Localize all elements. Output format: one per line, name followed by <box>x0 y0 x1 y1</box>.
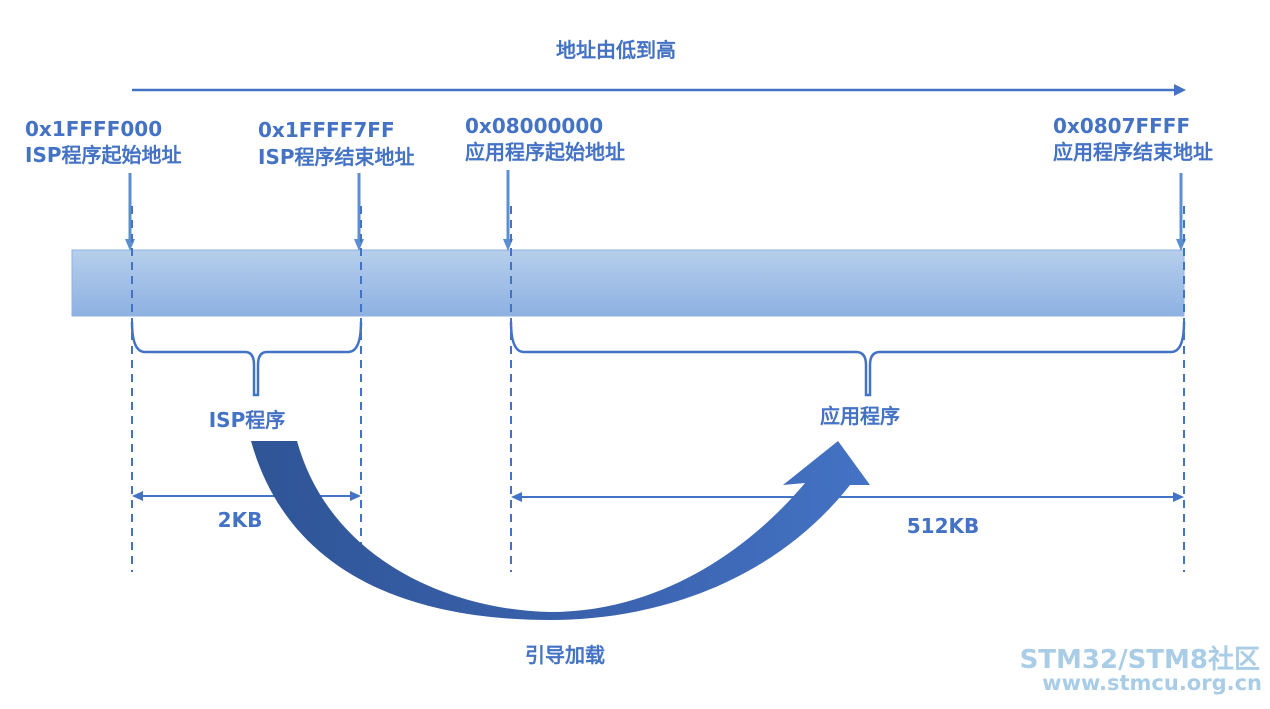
isp-region-label: ISP程序 <box>209 408 286 432</box>
address-label-isp-start: 0x1FFFF000 ISP程序起始地址 <box>25 117 182 167</box>
address-description: 应用程序结束地址 <box>1053 140 1213 164</box>
address-description: ISP程序结束地址 <box>258 145 415 169</box>
isp-region-brace <box>130 321 363 397</box>
diagram-title: 地址由低到高 <box>556 38 676 62</box>
address-value: 0x1FFFF7FF <box>258 118 395 142</box>
boot-arrow-label: 引导加载 <box>525 643 605 667</box>
address-description: ISP程序起始地址 <box>25 143 182 167</box>
address-value: 0x08000000 <box>465 114 603 138</box>
direction-arrow <box>132 84 1186 96</box>
watermark-title: STM32/STM8社区 <box>1020 644 1260 675</box>
pointer-arrow-isp-start <box>125 173 135 251</box>
watermark-url: www.stmcu.org.cn <box>1042 671 1262 695</box>
address-label-isp-end: 0x1FFFF7FF ISP程序结束地址 <box>258 118 415 169</box>
app-size-dimension <box>511 492 1184 502</box>
memory-bar <box>71 249 1185 317</box>
address-value: 0x0807FFFF <box>1053 114 1190 138</box>
boot-load-arrow <box>251 441 870 620</box>
address-value: 0x1FFFF000 <box>25 117 162 141</box>
app-size-label: 512KB <box>907 514 980 538</box>
app-region-label: 应用程序 <box>820 404 900 428</box>
address-description: 应用程序起始地址 <box>465 140 625 164</box>
app-region-brace <box>509 321 1186 397</box>
address-label-app-start: 0x08000000 应用程序起始地址 <box>465 114 625 164</box>
pointer-arrow-isp-end <box>354 173 364 251</box>
isp-size-label: 2KB <box>218 508 263 532</box>
boundary-dashed-lines <box>131 206 1185 572</box>
address-label-app-end: 0x0807FFFF 应用程序结束地址 <box>1053 114 1213 164</box>
isp-size-dimension <box>132 491 361 501</box>
